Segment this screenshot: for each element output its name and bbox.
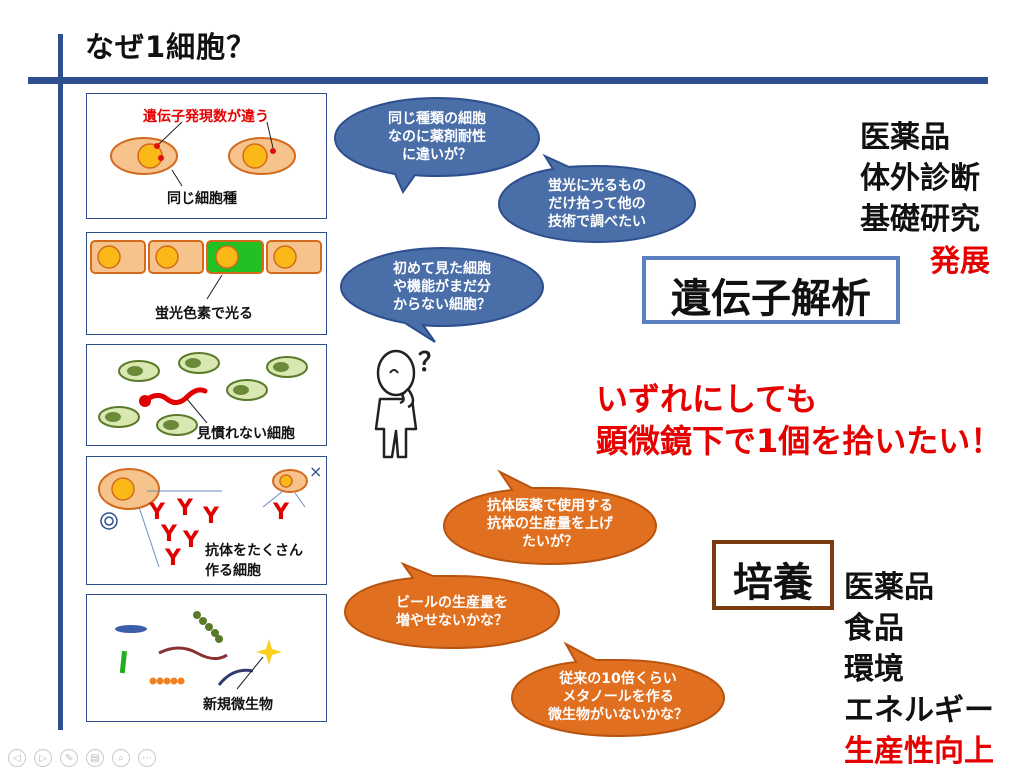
orange-bubble-1: 抗体医薬で使用する 抗体の生産量を上げ たいが？ xyxy=(442,469,658,566)
message-line1: いずれにしても xyxy=(596,380,818,418)
svg-text:Y: Y xyxy=(202,504,220,529)
slide-title: なぜ1細胞？ xyxy=(85,30,257,64)
message-line2: 顕微鏡下で1個を拾いたい！ xyxy=(596,422,1003,460)
culture-label: 培養 xyxy=(733,560,813,606)
horizontal-rule xyxy=(28,77,988,84)
blue-bubble-1-text: 同じ種類の細胞 なのに薬剤耐性 に違いが？ xyxy=(388,111,486,163)
use-item-pharma: 医薬品 xyxy=(860,120,950,155)
culture-box: 培養 xyxy=(712,540,834,610)
blue-bubble-1: 同じ種類の細胞 なのに薬剤耐性 に違いが？ xyxy=(333,96,541,195)
fluorescent-cells-illustration xyxy=(90,240,322,300)
development-label: 発展 xyxy=(930,244,990,279)
microbes-illustration xyxy=(115,611,282,690)
prev-slide-icon[interactable]: ◁ xyxy=(8,749,26,767)
antibody-cells-illustration: Y Y Y Y Y Y Y × xyxy=(98,462,322,571)
app-item-environment: 環境 xyxy=(844,652,904,687)
gene-analysis-box: 遺伝子解析 xyxy=(642,256,900,324)
app-item-energy: エネルギー xyxy=(844,693,994,728)
fluorescent-label: 蛍光色素で光る xyxy=(155,306,253,322)
svg-text:Y: Y xyxy=(182,528,200,553)
blue-bubble-3: 初めて見た細胞 や機能がまだ分 からない細胞？ xyxy=(339,246,545,343)
thinking-person-icon: ？ xyxy=(374,348,442,459)
panel-antibody: Y Y Y Y Y Y Y × 抗体をたくさん 作る細胞 xyxy=(86,456,327,585)
orange-bubble-1-text: 抗体医薬で使用する 抗体の生産量を上げ たいが？ xyxy=(487,498,613,550)
svg-text:Y: Y xyxy=(148,500,166,525)
antibody-label-line1: 抗体をたくさん xyxy=(205,543,303,559)
gene-analysis-label: 遺伝子解析 xyxy=(671,276,871,322)
blue-bubble-2: 蛍光に光るもの だけ拾って他の 技術で調べたい xyxy=(497,153,697,244)
more-options-icon[interactable]: ⋯ xyxy=(138,749,156,767)
app-item-food: 食品 xyxy=(844,611,904,646)
slides-icon[interactable]: ▤ xyxy=(86,749,104,767)
panel-fluorescent: 蛍光色素で光る xyxy=(86,232,327,335)
panel-unfamiliar: 見慣れない細胞 xyxy=(86,344,327,446)
svg-text:×: × xyxy=(309,462,322,481)
blue-bubble-3-text: 初めて見た細胞 や機能がまだ分 からない細胞？ xyxy=(393,261,491,313)
pen-icon[interactable]: ✎ xyxy=(60,749,78,767)
orange-bubble-2: ビールの生産量を 増やせないかな？ xyxy=(343,561,561,654)
svg-text:Y: Y xyxy=(160,522,178,547)
new-microbe-label: 新規微生物 xyxy=(203,697,273,713)
panel-new-microbe: 新規微生物 xyxy=(86,594,327,722)
use-item-basic-research: 基礎研究 xyxy=(860,202,980,237)
unfamiliar-cells-illustration xyxy=(98,352,308,436)
blue-bubble-2-text: 蛍光に光るもの だけ拾って他の 技術で調べたい xyxy=(548,178,646,230)
same-cell-type-label: 同じ細胞種 xyxy=(167,191,237,207)
productivity-label: 生産性向上 xyxy=(844,734,994,769)
zoom-icon[interactable]: ⌕ xyxy=(112,749,130,767)
question-mark: ？ xyxy=(418,348,442,378)
svg-text:Y: Y xyxy=(272,500,290,525)
panel-gene-expression: 遺伝子発現数が違う 同じ細胞種 xyxy=(86,93,327,219)
svg-text:Y: Y xyxy=(164,546,182,571)
orange-bubble-3-text: 従来の10倍くらい メタノールを作る 微生物がいないかな？ xyxy=(548,671,688,723)
unfamiliar-cell-label: 見慣れない細胞 xyxy=(197,426,295,442)
same-cells-illustration xyxy=(110,121,296,187)
next-slide-icon[interactable]: ▷ xyxy=(34,749,52,767)
orange-bubble-2-text: ビールの生産量を 増やせないかな？ xyxy=(396,595,508,629)
gene-expression-label: 遺伝子発現数が違う xyxy=(143,109,269,125)
antibody-label-line2: 作る細胞 xyxy=(205,563,261,579)
app-item-pharma: 医薬品 xyxy=(844,570,934,605)
svg-text:Y: Y xyxy=(176,496,194,521)
use-item-diagnostics: 体外診断 xyxy=(860,161,980,196)
vertical-rule xyxy=(58,34,63,730)
orange-bubble-3: 従来の10倍くらい メタノールを作る 微生物がいないかな？ xyxy=(510,641,726,738)
